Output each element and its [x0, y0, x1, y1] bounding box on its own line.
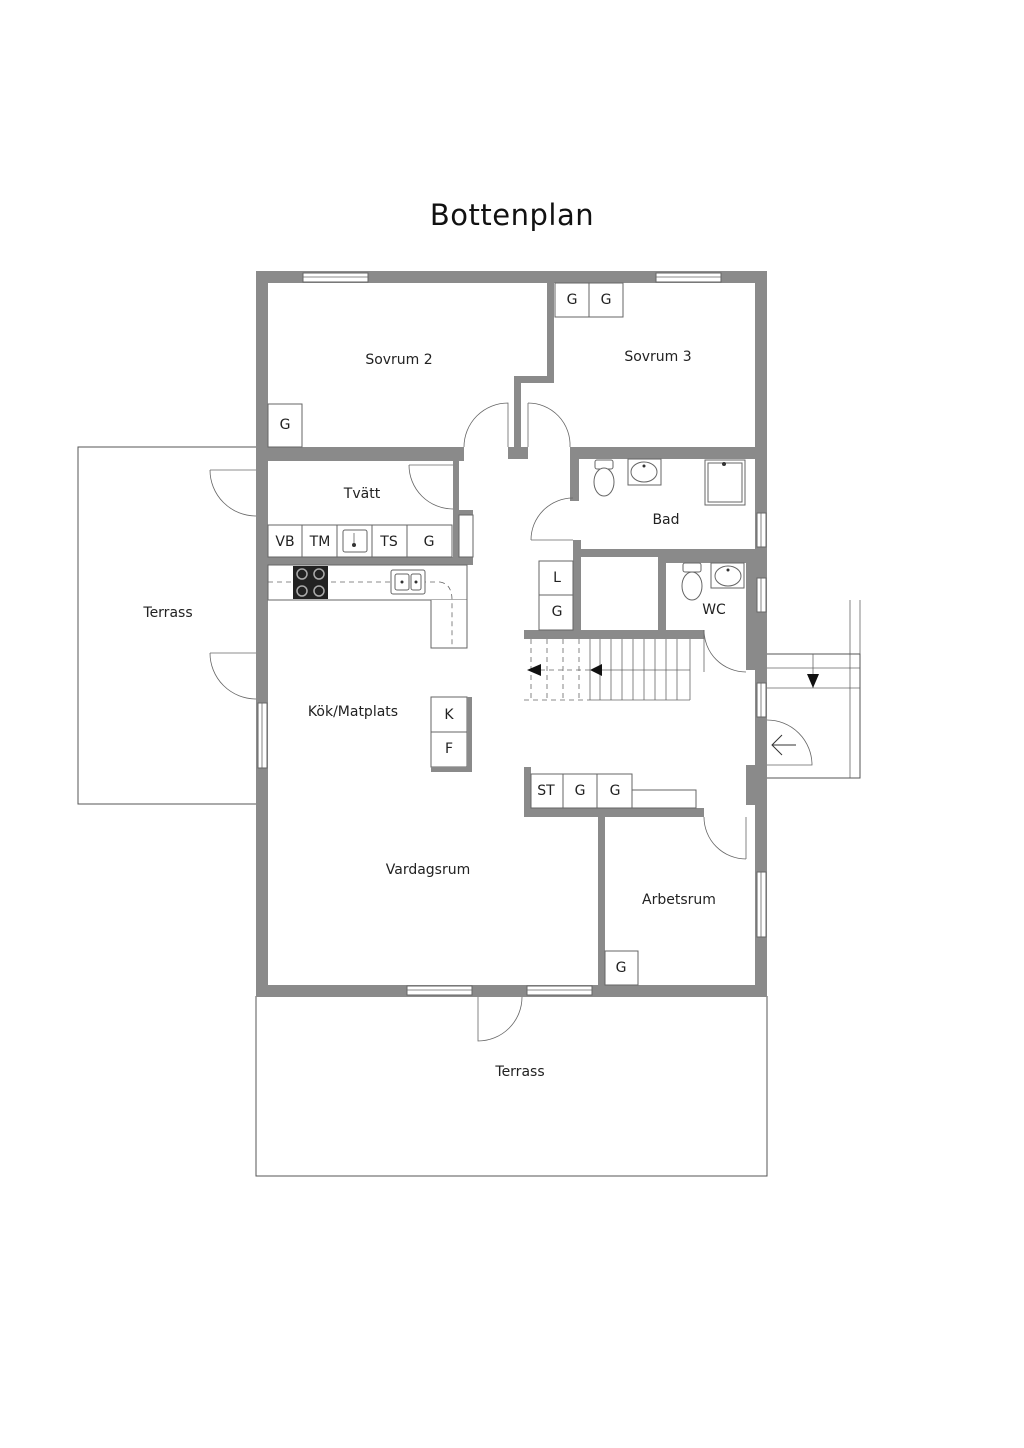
room-bad: Bad: [652, 512, 679, 528]
room-terrass-west: Terrass: [142, 605, 192, 621]
label-g-arbetsrum: G: [616, 960, 627, 976]
closets: [267, 282, 639, 986]
wc-toilet-icon: [681, 562, 703, 601]
room-tvatt: Tvätt: [343, 486, 381, 502]
terrace-south: [255, 996, 768, 1177]
bad-sink-icon: [627, 458, 662, 486]
room-terrass-south: Terrass: [494, 1064, 544, 1080]
label-g-sovrum3-b: G: [601, 292, 612, 308]
entrance-door-arrow-icon: [771, 734, 796, 756]
closet-arbetsrum: [604, 950, 639, 986]
label-g-tvatt: G: [424, 534, 435, 550]
label-st: ST: [537, 783, 555, 799]
label-g-sovrum3-a: G: [567, 292, 578, 308]
label-k: K: [444, 707, 454, 723]
stair-arrow-down-icon: [527, 664, 541, 676]
room-kok: Kök/Matplats: [308, 704, 398, 720]
room-sovrum3: Sovrum 3: [624, 349, 691, 365]
stove-icon: [293, 566, 328, 599]
hall-storage: [538, 560, 574, 631]
kitchen-sink-icon: [390, 569, 426, 595]
plan-title: Bottenplan: [429, 198, 595, 232]
room-arbetsrum: Arbetsrum: [642, 892, 716, 908]
label-g-hall: G: [552, 604, 563, 620]
room-sovrum2: Sovrum 2: [365, 352, 432, 368]
label-ts: TS: [379, 534, 398, 550]
room-labels: Sovrum 2 Sovrum 3 Tvätt Bad WC Terrass K…: [142, 349, 726, 1080]
closet-sovrum2: [267, 403, 303, 448]
label-vb: VB: [275, 534, 294, 550]
label-g-storage-a: G: [575, 783, 586, 799]
label-l: L: [553, 570, 561, 586]
room-wc: WC: [702, 602, 726, 618]
doors: [209, 402, 813, 1042]
fridge-freezer: [430, 696, 472, 772]
room-vardagsrum: Vardagsrum: [386, 862, 471, 878]
closet-sovrum3-a: [554, 282, 590, 318]
closet-sovrum3-b: [588, 282, 624, 318]
stair-arrow-icon: [590, 664, 602, 676]
label-g-storage-b: G: [610, 783, 621, 799]
label-f: F: [445, 741, 453, 757]
label-g-sovrum2: G: [280, 417, 291, 433]
terrace-west: [77, 446, 256, 805]
entrance-arrow-icon: [807, 674, 819, 688]
bathroom-fixtures: [593, 458, 746, 601]
interior-walls: [256, 283, 767, 985]
storage-row: [530, 773, 697, 809]
entrance-porch: [767, 600, 861, 779]
label-tm: TM: [309, 534, 331, 550]
laundry-fixtures: [267, 514, 474, 558]
bad-toilet-icon: [593, 459, 615, 497]
shower-icon: [704, 459, 746, 506]
laundry-sink-icon: [342, 529, 368, 553]
fixture-labels: G G G VB TM TS G L G K F ST G G G: [275, 292, 626, 976]
kitchen-counter: [267, 564, 468, 649]
staircase: [524, 639, 691, 701]
windows: [257, 272, 767, 996]
wc-sink-icon: [710, 562, 745, 589]
